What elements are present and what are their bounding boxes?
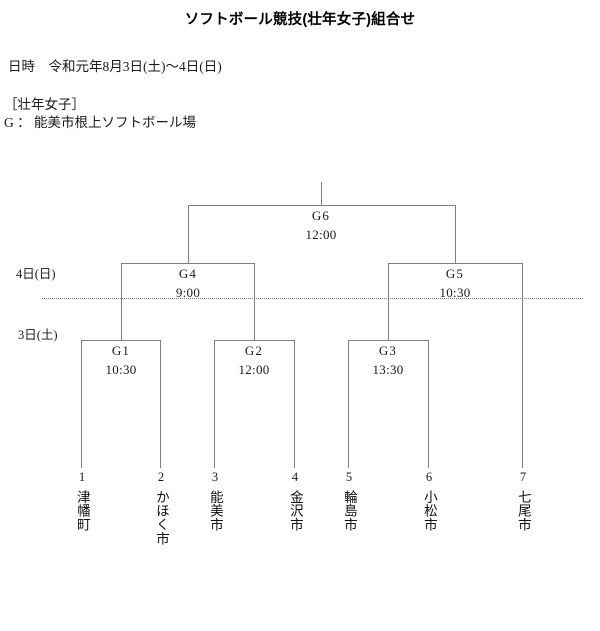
bracket-line-g2-left-leg xyxy=(214,340,215,468)
bracket-line-g2-right-leg xyxy=(294,340,295,468)
bracket-line-champion-stem xyxy=(321,182,322,205)
bracket-line-g5-left-leg xyxy=(388,263,389,340)
match-g4-code: G4 xyxy=(178,266,198,281)
team-seed-4: 4 xyxy=(291,470,299,484)
bracket-line-g5-bar xyxy=(388,263,522,264)
team-name-4: 金沢市 xyxy=(287,489,303,532)
match-g6-time: 12:00 xyxy=(305,227,337,242)
team-name-2: かほく市 xyxy=(153,489,169,545)
bracket-line-g4-left-leg xyxy=(121,263,122,340)
team-name-6: 小松市 xyxy=(421,489,437,532)
bracket-line-g6-bar xyxy=(188,205,455,206)
bracket-line-g1-left-leg xyxy=(81,340,82,468)
match-g4: G4 9:00 xyxy=(138,267,238,299)
team-slot-3: 3 能美市 xyxy=(195,470,235,532)
match-g5-time: 10:30 xyxy=(439,285,471,300)
event-venue: G ： 能美市根上ソフトボール場 xyxy=(4,115,196,130)
bracket-line-g2-bar xyxy=(214,340,294,341)
team-seed-2: 2 xyxy=(157,470,165,484)
day-label-saturday: 3日(土) xyxy=(18,328,58,342)
match-g2-time: 12:00 xyxy=(238,362,270,377)
team-slot-4: 4 金沢市 xyxy=(275,470,315,532)
bracket-line-g5-right-leg-bye xyxy=(522,263,523,468)
bracket-line-g3-bar xyxy=(348,340,428,341)
event-datetime: 日時 令和元年8月3日(土)〜4日(日) xyxy=(8,59,222,74)
match-g5: G5 10:30 xyxy=(405,267,505,299)
team-slot-1: 1 津幡町 xyxy=(62,470,102,532)
event-category: ［壮年女子］ xyxy=(4,97,85,112)
page-title: ソフトボール競技(壮年女子)組合せ xyxy=(184,12,416,28)
match-g6: G6 12:00 xyxy=(271,209,371,241)
bracket-line-g6-left-leg xyxy=(188,205,189,263)
team-slot-2: 2 かほく市 xyxy=(141,470,181,545)
team-slot-5: 5 輪島市 xyxy=(329,470,369,532)
bracket-line-g3-left-leg xyxy=(348,340,349,468)
match-g3: G3 13:30 xyxy=(338,344,438,376)
team-name-1: 津幡町 xyxy=(74,489,90,532)
team-seed-5: 5 xyxy=(345,470,353,484)
match-g3-time: 13:30 xyxy=(372,362,404,377)
day-label-sunday: 4日(日) xyxy=(16,267,56,281)
match-g1-code: G1 xyxy=(111,343,131,358)
bracket-line-g4-right-leg xyxy=(254,263,255,340)
team-slot-7: 7 七尾市 xyxy=(503,470,543,532)
match-g2-code: G2 xyxy=(244,343,264,358)
team-seed-1: 1 xyxy=(78,470,86,484)
team-name-5: 輪島市 xyxy=(341,489,357,532)
match-g4-time: 9:00 xyxy=(175,285,201,300)
match-g3-code: G3 xyxy=(378,343,398,358)
bracket-line-g6-right-leg xyxy=(455,205,456,263)
bracket-line-g3-right-leg xyxy=(428,340,429,468)
team-seed-7: 7 xyxy=(519,470,527,484)
team-seed-6: 6 xyxy=(425,470,433,484)
match-g6-code: G6 xyxy=(311,208,331,223)
team-slot-6: 6 小松市 xyxy=(409,470,449,532)
team-name-3: 能美市 xyxy=(207,489,223,532)
bracket-line-g1-right-leg xyxy=(160,340,161,468)
match-g1: G1 10:30 xyxy=(71,344,171,376)
bracket-line-g4-bar xyxy=(121,263,254,264)
bracket-line-g1-bar xyxy=(81,340,160,341)
match-g5-code: G5 xyxy=(445,266,465,281)
match-g2: G2 12:00 xyxy=(204,344,304,376)
match-g1-time: 10:30 xyxy=(105,362,137,377)
team-seed-3: 3 xyxy=(211,470,219,484)
day-round-divider xyxy=(42,298,583,299)
team-name-7: 七尾市 xyxy=(515,489,531,532)
